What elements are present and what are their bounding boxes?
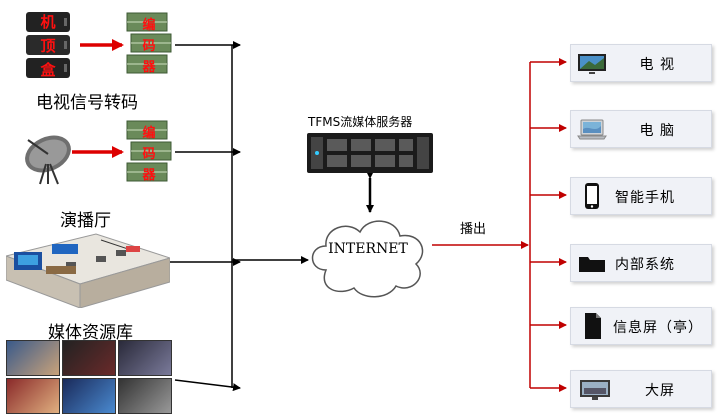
- output-tv-label: 电 视: [639, 57, 675, 73]
- set-top-box-char-3: 盒: [40, 61, 56, 79]
- laptop-icon: [577, 119, 607, 140]
- output-internal-system-label: 内部系统: [615, 257, 675, 273]
- big-screen-icon: [580, 380, 610, 400]
- set-top-box-char-1: 机: [40, 13, 56, 31]
- output-smartphone: 智能手机: [570, 177, 712, 215]
- media-library-thumbnails: [6, 340, 174, 414]
- smartphone-icon: [585, 183, 599, 209]
- output-big-screen-label: 大屏: [645, 383, 675, 399]
- server-label: TFMS流媒体服务器: [308, 115, 413, 129]
- document-screen-icon: [585, 313, 601, 339]
- broadcast-label: 播出: [460, 222, 487, 237]
- encoder-1-char-2: 码: [142, 39, 156, 54]
- output-info-screen: 信息屏（亭）: [570, 307, 712, 345]
- folder-icon: [579, 257, 605, 272]
- set-top-box-icon: 机 顶 盒: [20, 8, 76, 82]
- output-smartphone-label: 智能手机: [615, 190, 675, 206]
- encoder-2-char-3: 器: [142, 168, 156, 183]
- server-rack-icon: [307, 133, 433, 173]
- studio-hall-title: 演播厅: [60, 211, 111, 231]
- set-top-box-char-2: 顶: [40, 37, 56, 55]
- signal-transcode-title: 电视信号转码: [36, 93, 138, 113]
- media-library-title: 媒体资源库: [48, 323, 133, 343]
- encoder-2-char-2: 码: [142, 147, 156, 162]
- output-computer: 电 脑: [570, 110, 712, 148]
- studio-hall-image: [4, 228, 172, 309]
- output-info-screen-label: 信息屏（亭）: [613, 320, 703, 336]
- encoder-1-icon: 编 码 器: [124, 10, 174, 80]
- encoder-1-char-1: 编: [142, 18, 156, 33]
- output-tv: 电 视: [570, 44, 712, 82]
- satellite-dish-icon: [18, 132, 80, 188]
- output-internal-system: 内部系统: [570, 244, 712, 282]
- encoder-2-char-1: 编: [142, 126, 156, 141]
- internet-cloud: INTERNET: [304, 210, 432, 302]
- output-computer-label: 电 脑: [639, 123, 675, 139]
- encoder-1-char-3: 器: [142, 60, 156, 75]
- internet-label: INTERNET: [328, 241, 408, 257]
- encoder-2-icon: 编 码 器: [124, 118, 174, 188]
- tv-icon: [578, 54, 606, 74]
- output-big-screen: 大屏: [570, 370, 712, 408]
